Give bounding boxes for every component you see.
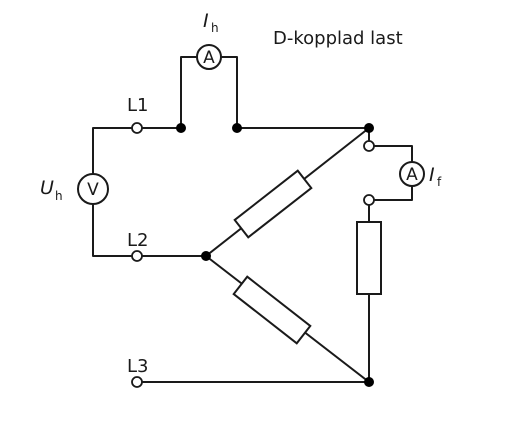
terminal-l3 — [131, 376, 143, 388]
node-delta-left — [201, 251, 211, 261]
wire-voltmeter-top — [92, 127, 133, 174]
label-if-sub: f — [437, 175, 442, 189]
label-l2: L2 — [127, 230, 148, 251]
wire-voltmeter-bottom — [92, 204, 133, 257]
label-l3: L3 — [127, 356, 148, 377]
ammeter-h: A — [196, 44, 222, 70]
ammeter-f: A — [399, 161, 425, 187]
resistor-upper — [233, 169, 313, 239]
label-if: I f — [429, 164, 442, 189]
node-delta-bottom — [364, 377, 374, 387]
wire-ammeter-h-left — [180, 56, 200, 129]
resistors — [232, 169, 382, 345]
label-uh-var: U — [40, 177, 54, 199]
terminal-ammeter-f-bottom — [363, 194, 375, 206]
wire-ammeter-h-right — [218, 56, 238, 129]
terminals — [131, 122, 375, 388]
diagram-title: D-kopplad last — [273, 28, 403, 49]
wire-ammeter-f-upper — [373, 145, 413, 165]
resistor-lower — [232, 275, 312, 345]
voltmeter: V — [77, 173, 109, 205]
terminal-l2 — [131, 250, 143, 262]
label-if-var: I — [429, 164, 435, 186]
label-ih-sub: h — [211, 21, 219, 35]
terminal-ammeter-f-top — [363, 140, 375, 152]
label-l1: L1 — [127, 95, 148, 116]
node-l1-left — [176, 123, 186, 133]
label-uh-sub: h — [55, 189, 63, 203]
label-uh: U h — [40, 177, 63, 203]
label-ih-var: I — [203, 10, 209, 32]
label-ih: I h — [203, 10, 219, 35]
node-delta-top — [364, 123, 374, 133]
node-l1-right — [232, 123, 242, 133]
voltmeter-symbol: V — [87, 180, 99, 200]
wire-ammeter-f-lower — [374, 183, 413, 201]
ammeter-h-symbol: A — [203, 48, 215, 68]
nodes — [176, 123, 374, 387]
terminal-l1 — [131, 122, 143, 134]
resistor-right — [356, 221, 382, 295]
ammeter-f-symbol: A — [406, 165, 418, 185]
